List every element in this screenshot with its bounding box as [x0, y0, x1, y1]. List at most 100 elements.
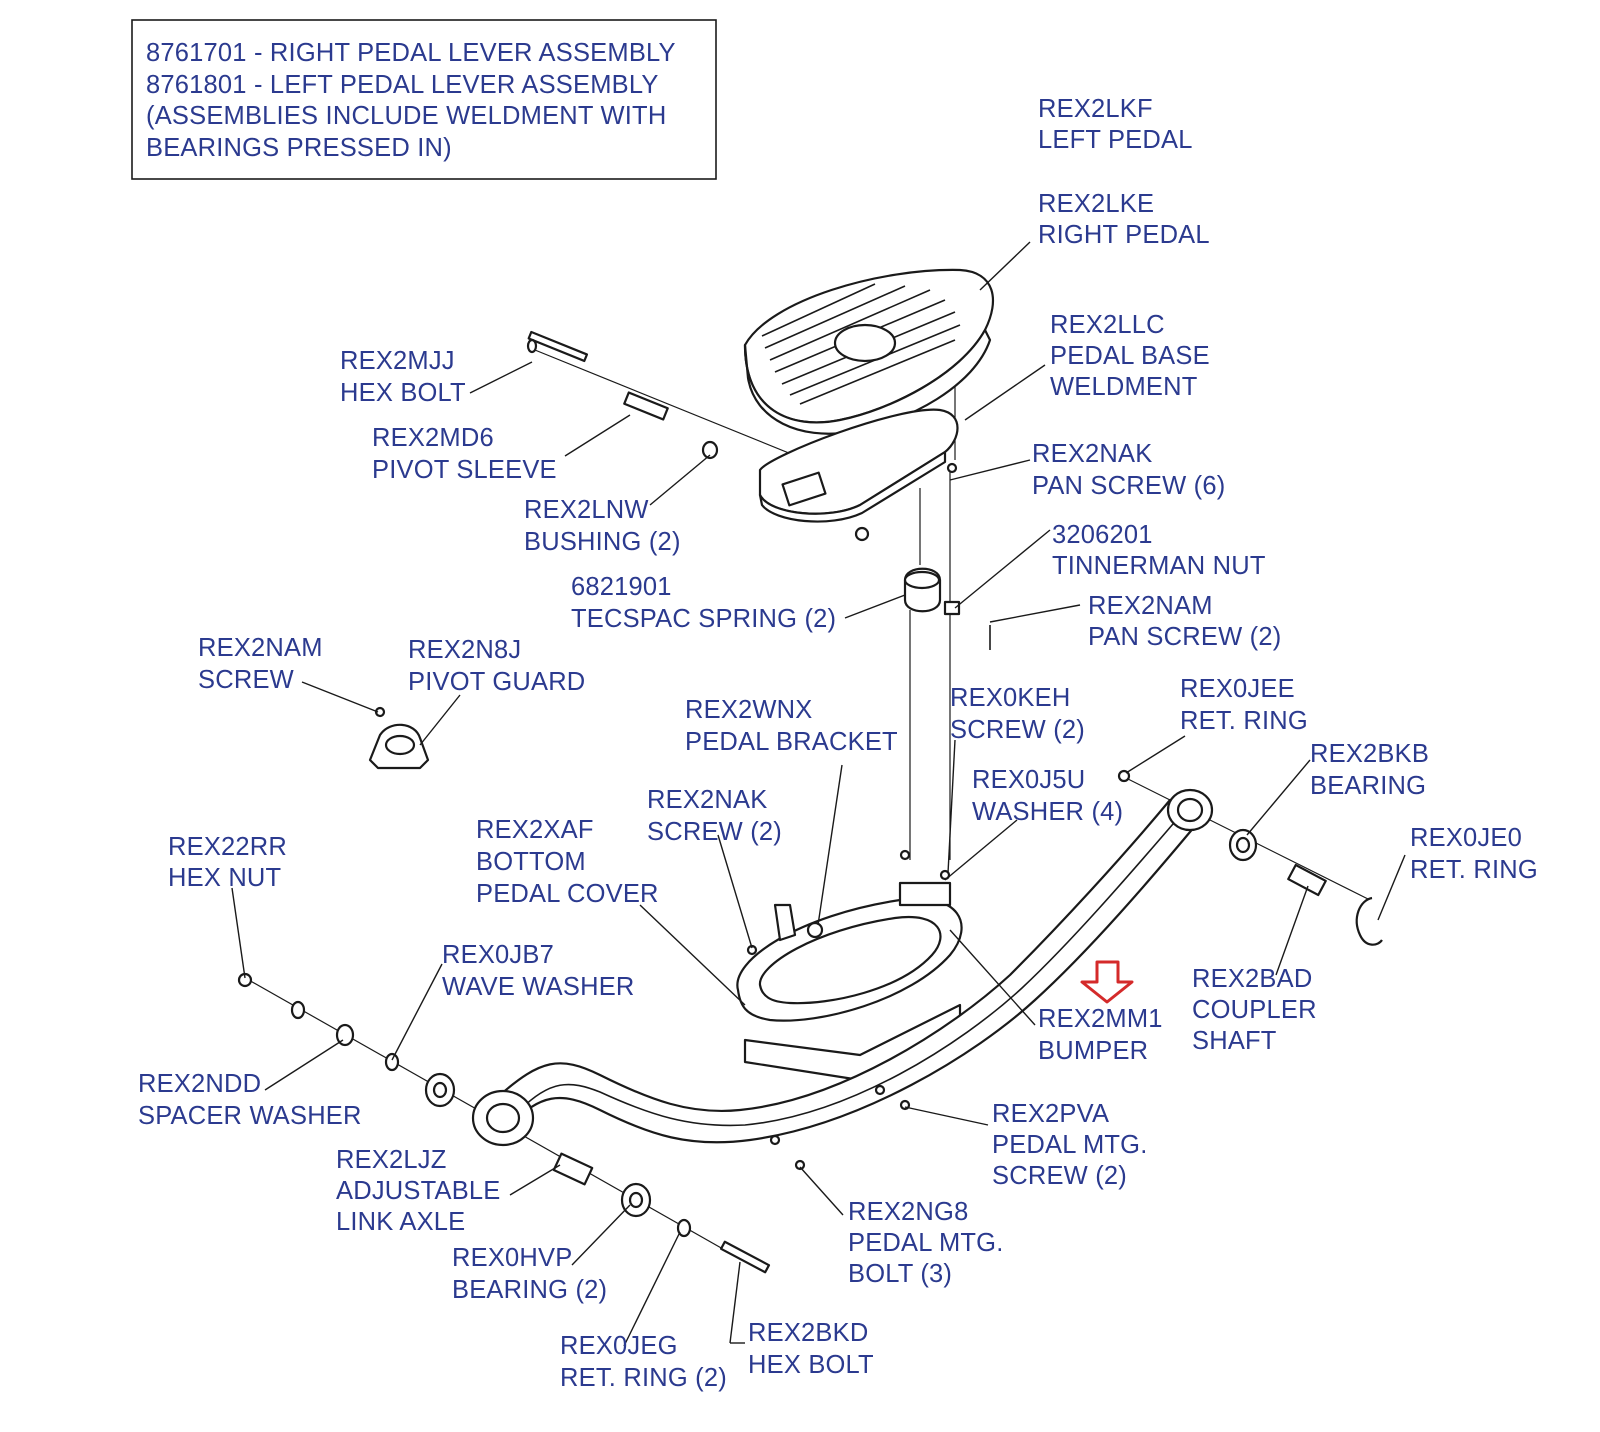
callout-rex2ng8: REX2NG8 PEDAL MTG. BOLT (3): [848, 1198, 1004, 1288]
callout-description: BUSHING (2): [524, 528, 681, 556]
callout-rex2wnx: REX2WNX PEDAL BRACKET: [685, 696, 898, 756]
callout-description: RET. RING (2): [560, 1364, 727, 1392]
left-side-hardware: [237, 972, 771, 1274]
callout-description: LEFT PEDAL: [1038, 126, 1193, 154]
callout-part-number: 3206201: [1052, 521, 1153, 549]
callout-description: RET. RING: [1410, 856, 1538, 884]
callout-part-number: REX2BKB: [1310, 740, 1429, 768]
callout-description: PIVOT GUARD: [408, 668, 585, 696]
callout-description: SCREW (2): [992, 1162, 1127, 1190]
callout-part-number: REX2PVA: [992, 1100, 1109, 1128]
callout-description: BOTTOM: [476, 848, 586, 876]
callout-description: SPACER WASHER: [138, 1102, 362, 1130]
callout-3206201: 3206201 TINNERMAN NUT: [1052, 521, 1265, 580]
callout-part-number: REX0JEG: [560, 1332, 678, 1360]
assembly-note-box: 8761701 - RIGHT PEDAL LEVER ASSEMBLY 876…: [131, 19, 717, 180]
callout-rex2lke: REX2LKE RIGHT PEDAL: [1038, 190, 1210, 249]
callout-part-number: REX0J5U: [972, 766, 1085, 794]
callout-description: BEARING (2): [452, 1276, 607, 1304]
callout-part-number: 6821901: [571, 573, 672, 601]
callout-description: SCREW (2): [950, 716, 1085, 744]
callout-rex2pva: REX2PVA PEDAL MTG. SCREW (2): [992, 1100, 1148, 1190]
spring-and-nut-hardware: [903, 462, 991, 650]
callout-description: COUPLER: [1192, 996, 1317, 1024]
callout-description: PIVOT SLEEVE: [372, 456, 557, 484]
callout-part-number: REX2MM1: [1038, 1005, 1163, 1033]
callout-description: PAN SCREW (6): [1032, 472, 1225, 500]
callout-rex2bad: REX2BAD COUPLER SHAFT: [1192, 965, 1317, 1055]
callout-description: PAN SCREW (2): [1088, 623, 1281, 651]
callout-part-number: REX0JB7: [442, 941, 554, 969]
callout-part-number: REX2NAM: [1088, 592, 1213, 620]
callout-rex0keh: REX0KEH SCREW (2): [950, 684, 1085, 744]
callout-description: ADJUSTABLE: [336, 1177, 501, 1205]
callout-rex2bkb: REX2BKB BEARING: [1310, 740, 1429, 800]
callout-description: WAVE WASHER: [442, 973, 635, 1001]
callout-description: RIGHT PEDAL: [1038, 221, 1210, 249]
callout-description: SCREW (2): [647, 818, 782, 846]
callout-part-number: REX0HVP: [452, 1244, 572, 1272]
callout-part-number: REX2XAF: [476, 816, 594, 844]
callout-rex0jb7: REX0JB7 WAVE WASHER: [442, 941, 635, 1001]
right-side-hardware: [1117, 769, 1383, 946]
callout-description: SCREW: [198, 666, 294, 694]
callout-part-number: REX0KEH: [950, 684, 1070, 712]
callout-part-number: REX2BKD: [748, 1319, 868, 1347]
callout-6821901: 6821901 TECSPAC SPRING (2): [571, 573, 836, 633]
callout-rex2lkf: REX2LKF LEFT PEDAL: [1038, 95, 1193, 154]
callout-rex2llc: REX2LLC PEDAL BASE WELDMENT: [1050, 311, 1210, 401]
leader-lines: [231, 241, 1406, 1347]
callout-description: HEX BOLT: [748, 1351, 874, 1379]
callout-part-number: REX2LJZ: [336, 1146, 447, 1174]
callout-part-number: REX2LLC: [1050, 311, 1165, 339]
callout-rex0jeg: REX0JEG RET. RING (2): [560, 1332, 727, 1392]
callout-part-number: REX2MJJ: [340, 347, 455, 375]
callout-rex0je0: REX0JE0 RET. RING: [1410, 824, 1538, 884]
callout-part-number: REX22RR: [168, 833, 287, 861]
bottom-pedal-cover-part: [736, 881, 963, 1082]
callout-rex2xaf: REX2XAF BOTTOM PEDAL COVER: [476, 816, 659, 908]
callout-description: WELDMENT: [1050, 373, 1198, 401]
callout-rex0hvp: REX0HVP BEARING (2): [452, 1244, 607, 1304]
callout-part-number: REX2N8J: [408, 636, 521, 664]
callout-part-number: REX2LNW: [524, 496, 649, 524]
callout-rex2nak-screw: REX2NAK SCREW (2): [647, 786, 782, 846]
callout-description: RET. RING: [1180, 707, 1308, 735]
note-line-1: 8761701 - RIGHT PEDAL LEVER ASSEMBLY: [146, 39, 676, 67]
callout-description: PEDAL COVER: [476, 880, 659, 908]
callout-rex22rr: REX22RR HEX NUT: [168, 833, 287, 892]
callout-rex2mm1: REX2MM1 BUMPER: [1038, 1005, 1163, 1065]
callout-part-number: REX2WNX: [685, 696, 813, 724]
callout-rex0jee: REX0JEE RET. RING: [1180, 675, 1308, 735]
callout-rex2mjj: REX2MJJ HEX BOLT: [340, 347, 466, 407]
pedal-part: [743, 268, 994, 435]
callout-description: TECSPAC SPRING (2): [571, 605, 836, 633]
callout-part-number: REX2NAK: [647, 786, 767, 814]
callout-part-number: REX2NG8: [848, 1198, 968, 1226]
upper-pivot-hardware: [526, 330, 870, 542]
callout-description: HEX NUT: [168, 864, 281, 892]
callout-description: BOLT (3): [848, 1260, 952, 1288]
callout-rex2bkd: REX2BKD HEX BOLT: [748, 1319, 874, 1379]
callout-description: BUMPER: [1038, 1037, 1148, 1065]
note-line-4: BEARINGS PRESSED IN): [146, 134, 452, 162]
callout-description: LINK AXLE: [336, 1208, 465, 1236]
note-line-3: (ASSEMBLIES INCLUDE WELDMENT WITH: [146, 102, 666, 130]
note-line-2: 8761801 - LEFT PEDAL LEVER ASSEMBLY: [146, 71, 659, 99]
callout-part-number: REX2NAM: [198, 634, 323, 662]
callout-part-number: REX2MD6: [372, 424, 494, 452]
callout-description: BEARING: [1310, 772, 1426, 800]
callout-description: HEX BOLT: [340, 379, 466, 407]
callout-part-number: REX0JEE: [1180, 675, 1295, 703]
pivot-guard-part: [368, 706, 430, 770]
callout-part-number: REX2LKF: [1038, 95, 1153, 123]
callout-description: SHAFT: [1192, 1027, 1277, 1055]
highlight-arrow-icon: [1080, 960, 1134, 1004]
callout-part-number: REX2NDD: [138, 1070, 261, 1098]
callout-part-number: REX0JE0: [1410, 824, 1522, 852]
callout-description: PEDAL MTG.: [848, 1229, 1004, 1257]
callout-rex2md6: REX2MD6 PIVOT SLEEVE: [372, 424, 557, 484]
mounting-screws: [746, 849, 951, 1171]
callout-description: PEDAL MTG.: [992, 1131, 1148, 1159]
